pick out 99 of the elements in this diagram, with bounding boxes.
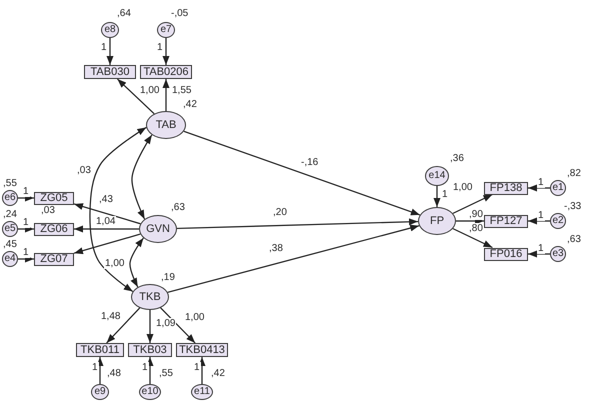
- observed-variable-box: TAB030: [84, 65, 136, 79]
- path-coefficient: 1: [193, 362, 201, 373]
- path-coefficient: 1: [156, 42, 164, 53]
- regression-arrow: [146, 357, 154, 384]
- regression-arrow: [18, 256, 34, 262]
- path-coefficient: 1: [91, 362, 99, 373]
- variance-estimate: ,64: [116, 8, 132, 19]
- path-coefficient: ,43: [98, 194, 114, 205]
- regression-arrow: [198, 357, 206, 384]
- regression-arrow: [452, 228, 493, 248]
- error-term-circle: e14: [425, 166, 449, 186]
- regression-arrow: [184, 130, 420, 216]
- error-term-circle: e11: [191, 384, 213, 400]
- regression-arrow: [176, 218, 418, 230]
- variance-estimate: ,19: [160, 272, 176, 283]
- variance-estimate: ,55: [2, 178, 18, 189]
- path-coefficient: ,80: [468, 223, 484, 234]
- observed-variable-box: TAB0206: [140, 65, 192, 79]
- regression-arrow: [116, 78, 155, 114]
- path-coefficient: ,20: [272, 207, 288, 218]
- regression-arrow: [18, 226, 34, 232]
- error-term-circle: e6: [2, 190, 18, 206]
- latent-variable-ellipse: TKB: [131, 284, 169, 310]
- regression-arrow: [74, 234, 140, 255]
- observed-variable-box: ZG06: [34, 222, 74, 236]
- error-term-circle: e9: [91, 384, 109, 400]
- path-coefficient: 1,09: [155, 318, 176, 329]
- error-term-circle: e10: [139, 384, 161, 400]
- latent-variable-ellipse: TAB: [146, 111, 186, 139]
- regression-arrow: [74, 202, 141, 224]
- variance-estimate: ,63: [170, 202, 186, 213]
- error-term-circle: e3: [550, 246, 566, 262]
- path-coefficient: 1,48: [100, 311, 122, 322]
- path-coefficient: 1: [441, 189, 449, 200]
- observed-variable-box: TKB0413: [176, 343, 228, 357]
- regression-arrow: [434, 186, 440, 207]
- latent-variable-ellipse: GVN: [139, 215, 177, 243]
- covariance-arrow: [89, 126, 147, 292]
- error-term-circle: e7: [157, 22, 175, 38]
- variance-estimate: ,63: [566, 234, 582, 245]
- latent-variable-ellipse: FP: [418, 207, 456, 235]
- regression-arrow: [96, 357, 104, 384]
- error-term-circle: e2: [550, 213, 566, 229]
- error-term-circle: e4: [2, 251, 18, 267]
- path-coefficient: 1: [537, 243, 545, 254]
- path-coefficient: 1,00: [139, 85, 160, 96]
- observed-variable-box: ZG05: [34, 192, 74, 204]
- path-coefficient: ,38: [268, 243, 284, 254]
- observed-variable-box: TKB03: [128, 343, 172, 357]
- variance-estimate: ,42: [210, 368, 226, 379]
- variance-estimate: ,42: [182, 99, 198, 110]
- variance-estimate: ,82: [566, 168, 582, 179]
- regression-arrow: [452, 194, 493, 214]
- error-term-circle: e1: [550, 180, 566, 196]
- path-coefficient: 1,00: [104, 258, 126, 269]
- regression-arrow: [18, 194, 34, 202]
- path-coefficient: 1: [100, 42, 108, 53]
- variance-estimate: ,48: [106, 368, 122, 379]
- error-term-circle: e5: [2, 221, 18, 237]
- path-coefficient: 1: [22, 217, 30, 228]
- path-coefficient: 1: [537, 177, 545, 188]
- variance-estimate: -,33: [563, 201, 582, 212]
- regression-arrow: [456, 218, 484, 224]
- path-coefficient: ,03: [76, 165, 92, 176]
- path-coefficient: 1: [22, 186, 30, 197]
- regression-arrow: [528, 218, 550, 224]
- observed-variable-box: ZG07: [34, 252, 74, 266]
- path-coefficient: -,16: [300, 157, 320, 168]
- path-coefficient: 1,00: [452, 182, 474, 193]
- covariance-arrow: [131, 134, 152, 220]
- regression-arrow: [168, 224, 420, 293]
- regression-arrow: [160, 307, 196, 344]
- path-coefficient: 1,04: [95, 216, 116, 227]
- regression-arrow: [106, 38, 114, 65]
- path-coefficient: 1,55: [171, 85, 192, 96]
- variance-estimate: -,05: [170, 8, 190, 19]
- variance-estimate: ,45: [2, 239, 18, 250]
- covariance-arrow: [129, 238, 144, 288]
- variance-estimate: ,24: [2, 209, 18, 220]
- regression-arrow: [528, 250, 550, 258]
- observed-variable-box: FP127: [484, 214, 528, 228]
- variance-estimate: ,55: [158, 368, 174, 379]
- path-coefficient: ,90: [468, 209, 484, 220]
- observed-variable-box: FP138: [484, 182, 528, 194]
- path-coefficient: 1,00: [184, 312, 206, 323]
- regression-arrow: [162, 38, 170, 65]
- observed-variable-box: FP016: [484, 248, 528, 260]
- error-term-circle: e8: [101, 22, 119, 38]
- path-coefficient: 1: [22, 247, 30, 258]
- path-coefficient: 1: [141, 362, 149, 373]
- regression-arrow: [162, 79, 170, 111]
- path-coefficient: 1: [537, 210, 545, 221]
- regression-arrow: [146, 310, 154, 343]
- estimate-value: ,03: [40, 205, 56, 216]
- regression-arrow: [528, 184, 550, 192]
- regression-arrow: [74, 226, 139, 232]
- variance-estimate: ,36: [449, 153, 465, 164]
- regression-arrow: [106, 308, 140, 344]
- observed-variable-box: TKB011: [76, 343, 124, 357]
